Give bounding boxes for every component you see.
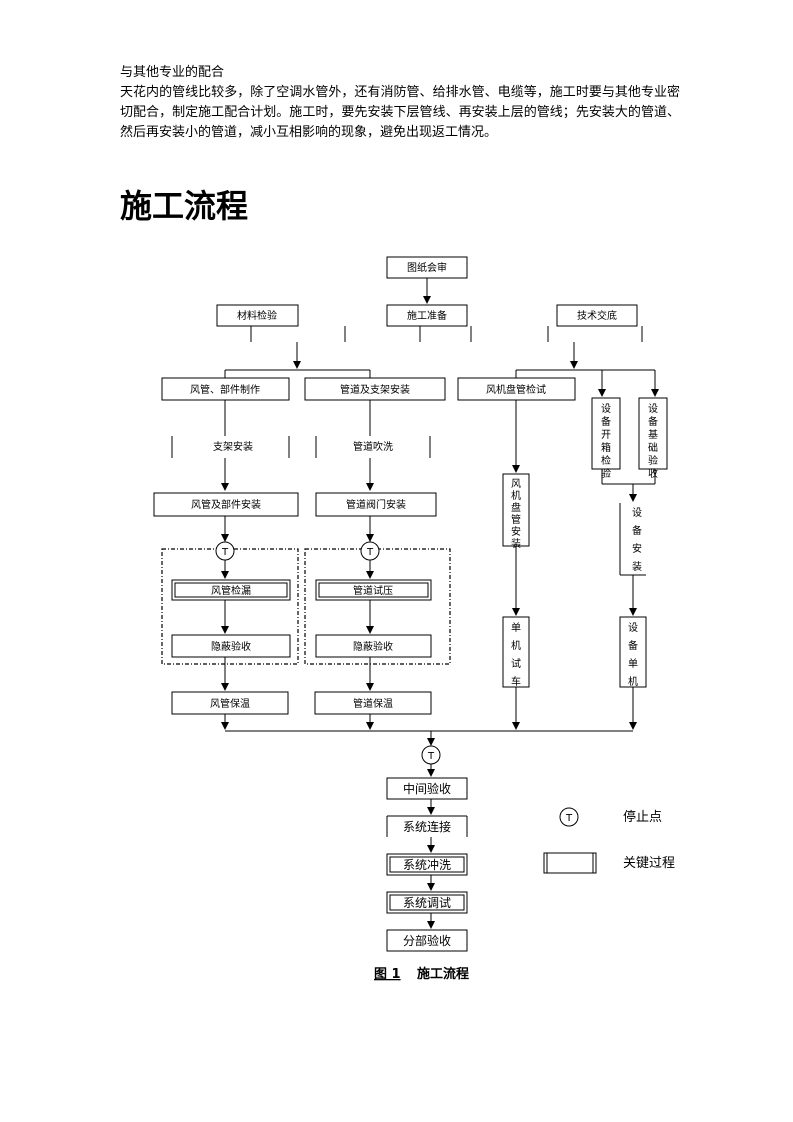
label-unit-trial-run: 单机试车 <box>511 622 521 688</box>
box-pipe-support-install <box>304 377 446 401</box>
figure-number: 图 1 <box>374 967 401 982</box>
label-hidden-accept-pipe: 隐蔽验收 <box>353 640 393 653</box>
box-tech-briefing <box>556 304 638 327</box>
label-duct-leak-test: 风管检漏 <box>211 584 251 597</box>
section-title: 施工流程 <box>120 187 249 225</box>
label-duct-fabrication: 风管、部件制作 <box>190 383 260 396</box>
label-material-check: 材料检验 <box>237 309 277 322</box>
box-equip-unpack-check <box>591 397 621 470</box>
box-hidden-accept-duct <box>171 634 291 658</box>
label-system-connection: 系统连接 <box>403 819 451 834</box>
box-construction-prep <box>386 304 468 327</box>
box-equip-single-run <box>619 616 647 688</box>
intro-paragraph: 天花内的管线比较多，除了空调水管外，还有消防管、给排水管、电缆等，施工时要与其他… <box>120 85 680 140</box>
stop-point-symbol: T <box>427 751 435 762</box>
label-sub-accept: 分部验收 <box>403 933 451 948</box>
label-hidden-accept-duct: 隐蔽验收 <box>211 640 251 653</box>
legend-stop-symbol: T <box>565 813 573 824</box>
label-equip-unpack-check: 设备开箱检验 <box>601 403 611 480</box>
label-equip-foundation-check: 设备基础验收 <box>648 403 658 480</box>
legend-key-process-icon <box>543 852 597 874</box>
box-fan-coil-install <box>502 473 530 547</box>
legend-stop-label: 停止点 <box>623 809 662 825</box>
label-tech-briefing: 技术交底 <box>577 309 617 322</box>
intro-heading: 与其他专业的配合 <box>120 65 225 80</box>
stop-point-symbol: T <box>366 547 374 558</box>
box-hidden-accept-pipe <box>315 634 432 658</box>
box-system-flushing <box>386 853 468 876</box>
label-fan-coil-check: 风机盘管检试 <box>486 383 546 396</box>
legend-key-process-label: 关键过程 <box>623 856 675 871</box>
label-pipe-flushing: 管道吹洗 <box>353 440 393 453</box>
label-support-install: 支架安装 <box>213 440 253 453</box>
label-duct-insulation: 风管保温 <box>210 697 250 710</box>
label-equip-install: 设备安装 <box>632 507 642 573</box>
box-duct-insulation <box>171 691 289 715</box>
box-unit-trial-run <box>502 616 530 688</box>
legend-stop-icon <box>559 807 579 827</box>
figure-caption: 施工流程 <box>417 966 469 982</box>
label-system-debug: 系统调试 <box>403 895 451 910</box>
label-construction-prep: 施工准备 <box>407 309 447 322</box>
label-pipe-valve-install: 管道阀门安装 <box>346 498 406 511</box>
label-intermediate-accept: 中间验收 <box>403 781 451 796</box>
label-system-flushing: 系统冲洗 <box>403 857 451 872</box>
box-system-debug <box>386 891 468 914</box>
label-duct-parts-install: 风管及部件安装 <box>191 498 261 511</box>
label-equip-single-run: 设备单机 <box>628 622 638 688</box>
label-pipe-pressure-test: 管道试压 <box>353 584 393 597</box>
label-fan-coil-install: 风机盘管安装 <box>511 478 521 550</box>
box-pipe-insulation <box>314 691 432 715</box>
label-pipe-insulation: 管道保温 <box>353 697 393 710</box>
box-material-check <box>216 304 299 327</box>
label-pipe-support-install: 管道及支架安装 <box>340 383 410 396</box>
box-pipe-pressure-test <box>315 579 432 601</box>
box-pipe-valve-install <box>315 492 437 517</box>
box-duct-leak-test <box>171 579 291 601</box>
box-sub-accept <box>386 929 468 952</box>
stop-point-symbol: T <box>221 547 229 558</box>
label-drawing-review: 图纸会审 <box>407 261 447 274</box>
box-equip-foundation-check <box>638 397 668 470</box>
box-duct-parts-install <box>153 492 299 517</box>
duct-hold-group <box>161 548 299 665</box>
box-intermediate-accept <box>386 777 468 800</box>
